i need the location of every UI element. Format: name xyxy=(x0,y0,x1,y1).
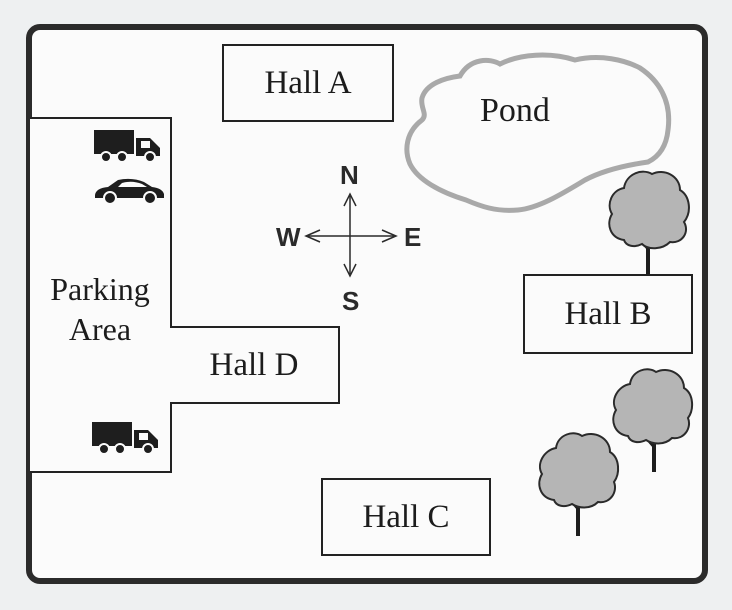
car-icon xyxy=(95,178,164,205)
pond-outline xyxy=(404,52,672,213)
truck-icon xyxy=(92,422,158,455)
compass-west: W xyxy=(276,222,301,252)
truck-icon xyxy=(94,130,160,163)
hall-a: Hall A xyxy=(222,44,394,122)
hall-c: Hall C xyxy=(321,478,491,556)
tree-icon xyxy=(608,170,690,274)
hall-d: Hall D xyxy=(170,326,340,404)
pond-label: Pond xyxy=(480,92,550,129)
compass-south: S xyxy=(342,286,360,316)
compass-north: N xyxy=(340,160,359,190)
tree-icon xyxy=(538,432,620,536)
tree-icon xyxy=(612,368,694,472)
compass-icon xyxy=(304,192,398,278)
compass-east: E xyxy=(404,222,422,252)
hall-b: Hall B xyxy=(523,274,693,354)
